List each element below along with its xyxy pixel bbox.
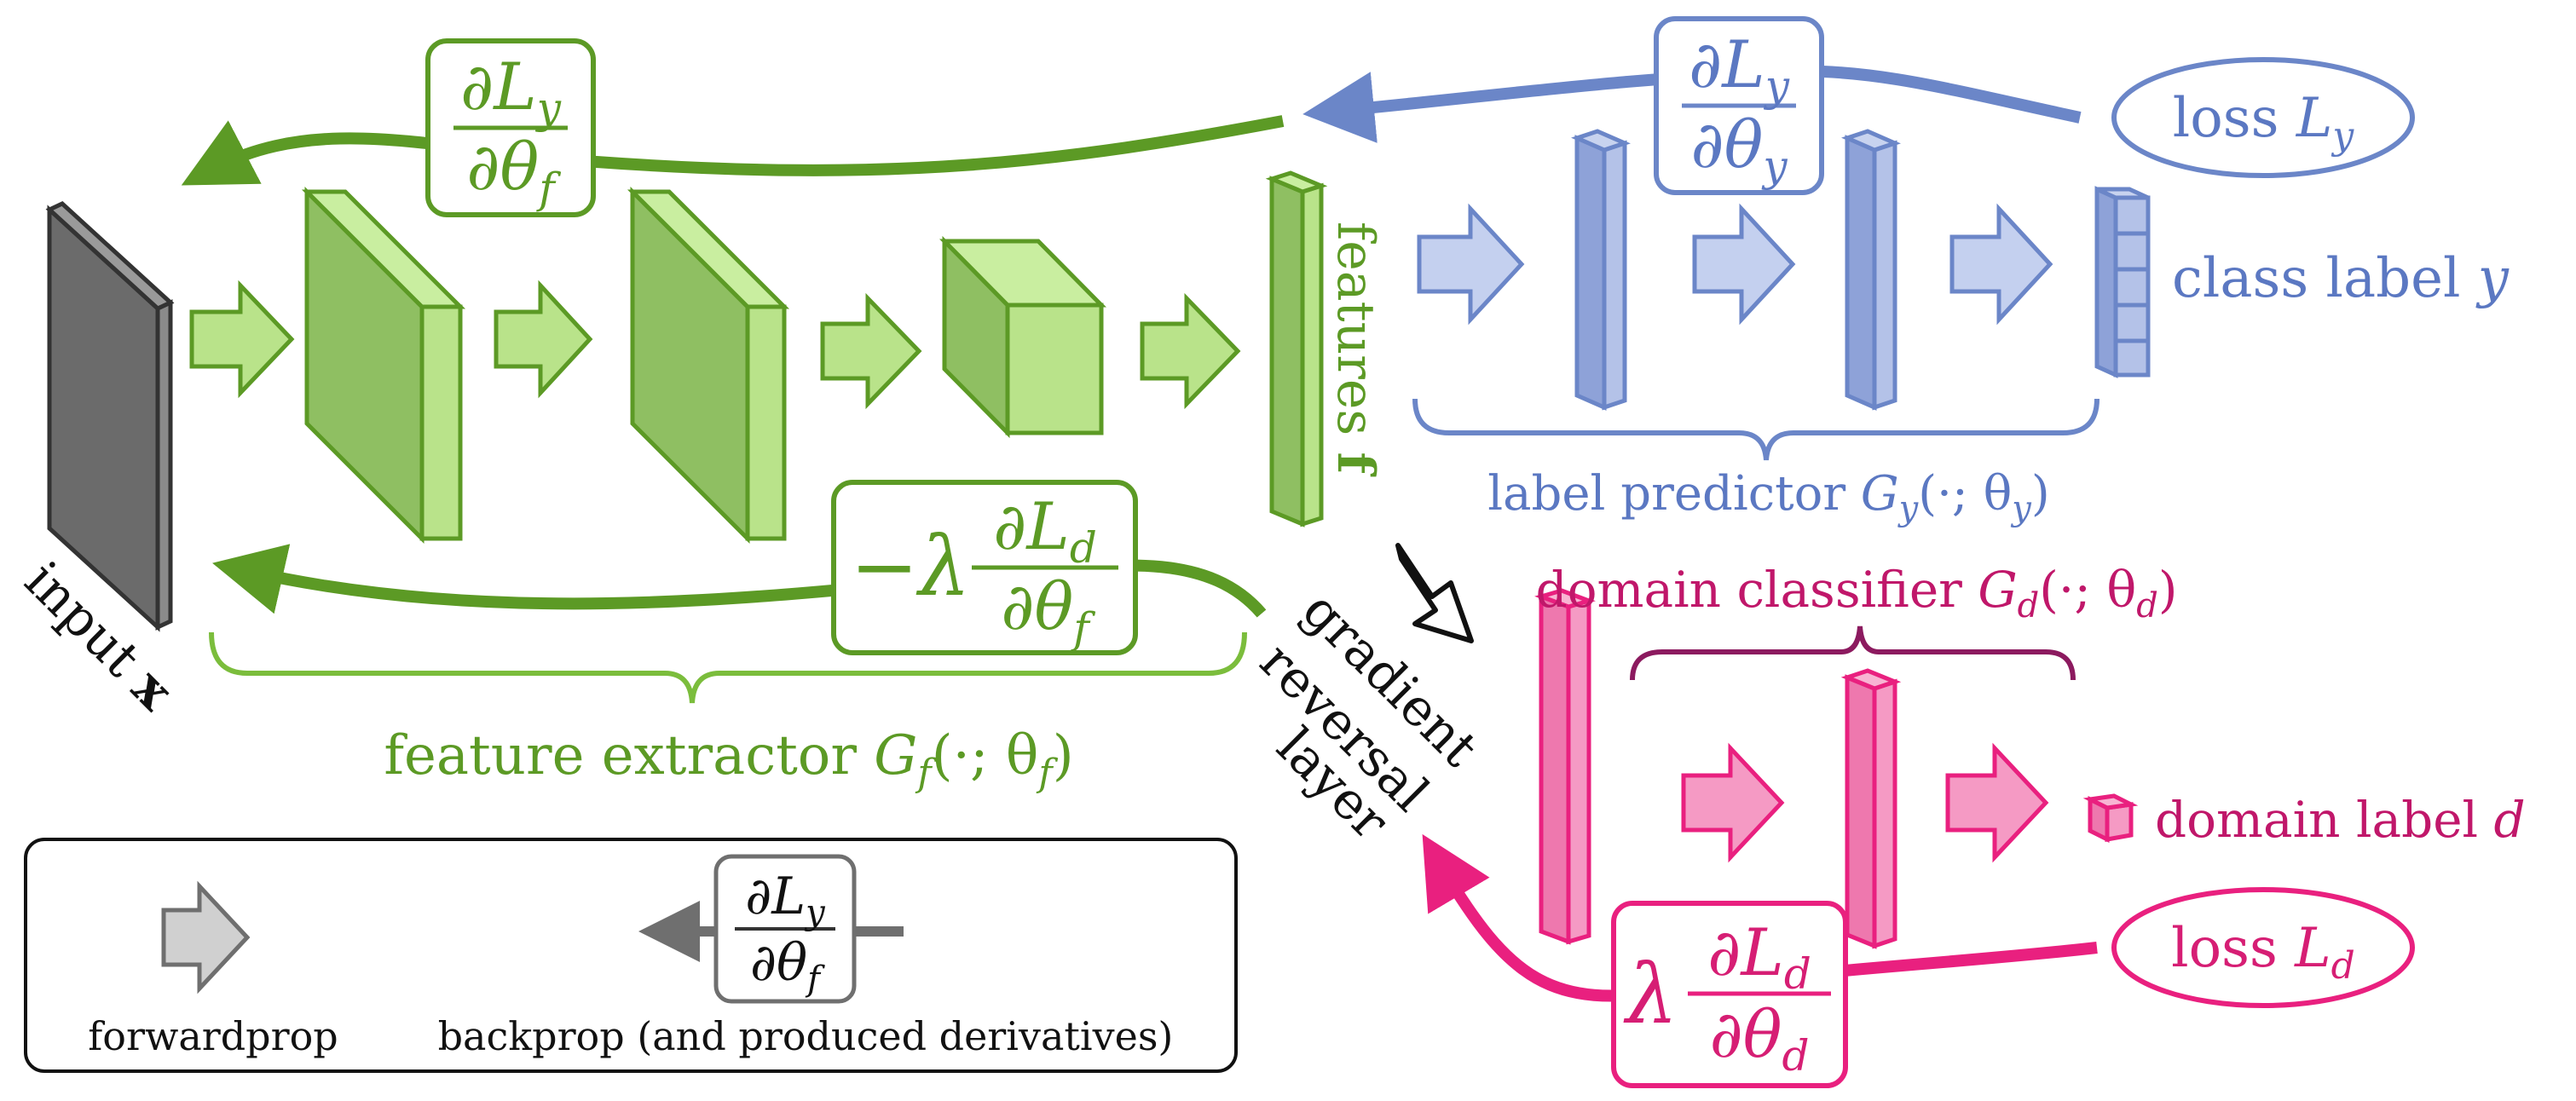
domain-classifier-brace — [1630, 625, 2076, 681]
derivative-box-lambda-dLd-dthetad: λ ∂Ld ∂θd — [1611, 901, 1848, 1088]
loss-d-node: loss Ld — [2111, 887, 2415, 1008]
derivative-box-dLy-dthetay: ∂Ly ∂θy — [1654, 16, 1824, 195]
label-predictor-layer-2 — [1841, 129, 1901, 411]
forward-arrow-1 — [189, 280, 295, 399]
derivative-box-neg-lambda-dLd-dthetaf: −λ ∂Ld ∂θf — [831, 480, 1138, 655]
legend: forwardprop ∂Ly ∂θf backprop (and produc… — [24, 838, 1238, 1073]
svg-text:loss Ld: loss Ld — [2171, 917, 2355, 988]
svg-text:loss Ly: loss Ly — [2173, 87, 2355, 158]
domain-label-text: domain label d — [2155, 791, 2526, 849]
domain-classifier-label: domain classifier Gd(·; θd) — [1535, 561, 2177, 625]
feature-extractor-label: feature extractor Gf(·; θf) — [384, 724, 1073, 795]
svg-text:∂θf: ∂θf — [1001, 568, 1095, 653]
svg-text:∂θf: ∂θf — [466, 129, 561, 213]
forward-arrow-label-3 — [1949, 203, 2053, 326]
legend-forward-arrow-icon — [161, 880, 251, 994]
svg-text:∂θd: ∂θd — [1709, 996, 1809, 1081]
svg-text:λ: λ — [1623, 947, 1678, 1042]
legend-forwardprop-label: forwardprop — [88, 1013, 338, 1059]
class-label-text: class label y — [2172, 247, 2510, 310]
forward-arrow-4 — [1140, 292, 1241, 410]
partial-symbol: ∂ — [460, 49, 494, 124]
feature-extractor-block-3 — [939, 235, 1106, 439]
svg-text:−λ: −λ — [850, 519, 970, 614]
label-predictor-brace — [1412, 398, 2099, 461]
domain-classifier-layer-1 — [1534, 588, 1596, 945]
svg-text:∂Ly: ∂Ly — [1689, 26, 1790, 111]
domain-classifier-layer-2 — [1840, 668, 1902, 949]
svg-text:∂Ly: ∂Ly — [460, 49, 562, 133]
svg-text:∂Ly: ∂Ly — [745, 867, 826, 932]
feature-extractor-block-1 — [301, 186, 466, 545]
backprop-arrow-feature-extractor-top — [181, 115, 1285, 186]
forward-arrow-3 — [820, 292, 922, 410]
features-layer — [1265, 170, 1328, 527]
feature-extractor-brace — [209, 631, 1247, 704]
domain-label-output — [2082, 793, 2139, 844]
label-predictor-label: label predictor Gy(·; θy) — [1487, 466, 2050, 528]
class-label-output — [2094, 186, 2151, 378]
svg-text:∂θy: ∂θy — [1690, 107, 1788, 191]
forward-arrow-domain-1 — [1681, 742, 1785, 863]
label-predictor-layer-1 — [1571, 129, 1631, 411]
forward-arrow-label-2 — [1692, 203, 1796, 326]
forward-arrow-domain-2 — [1945, 742, 2049, 863]
derivative-box-dLy-dthetaf: ∂Ly ∂θf — [425, 38, 596, 217]
input-layer — [45, 201, 175, 632]
loss-y-node: loss Ly — [2111, 57, 2415, 178]
feature-extractor-block-2 — [627, 186, 790, 545]
svg-text:∂Ld: ∂Ld — [1707, 914, 1811, 999]
legend-backprop-label: backprop (and produced derivatives) — [438, 1013, 1174, 1059]
svg-text:∂Ld: ∂Ld — [993, 488, 1097, 573]
forward-arrow-2 — [494, 280, 593, 399]
forward-arrow-label-1 — [1417, 203, 1525, 326]
features-label: features f — [1326, 222, 1385, 477]
gradient-reversal-arrow — [1395, 543, 1474, 643]
